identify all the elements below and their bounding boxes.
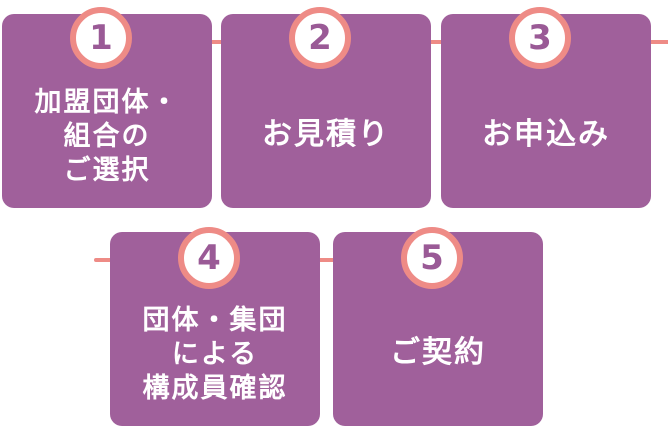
step-2-label: お見積り <box>262 117 390 152</box>
step-3-number: 3 <box>528 18 552 58</box>
step-2-box: お見積り <box>221 14 431 208</box>
step-4-label: 団体・集団 による 構成員確認 <box>142 305 288 404</box>
step-2-number: 2 <box>308 18 332 58</box>
step-4-number: 4 <box>197 238 221 278</box>
step-5-number-badge: 5 <box>401 227 463 289</box>
step-3-label: お申込み <box>482 117 610 152</box>
step-4-box: 団体・集団 による 構成員確認 <box>110 232 320 426</box>
step-1-number-badge: 1 <box>70 7 132 69</box>
step-2-number-badge: 2 <box>289 7 351 69</box>
step-1-label: 加盟団体・ 組合の ご選択 <box>34 87 180 186</box>
step-5-label: ご契約 <box>390 335 486 370</box>
step-1-number: 1 <box>89 18 113 58</box>
step-4-number-badge: 4 <box>178 227 240 289</box>
step-5-number: 5 <box>420 238 444 278</box>
step-3-number-badge: 3 <box>509 7 571 69</box>
